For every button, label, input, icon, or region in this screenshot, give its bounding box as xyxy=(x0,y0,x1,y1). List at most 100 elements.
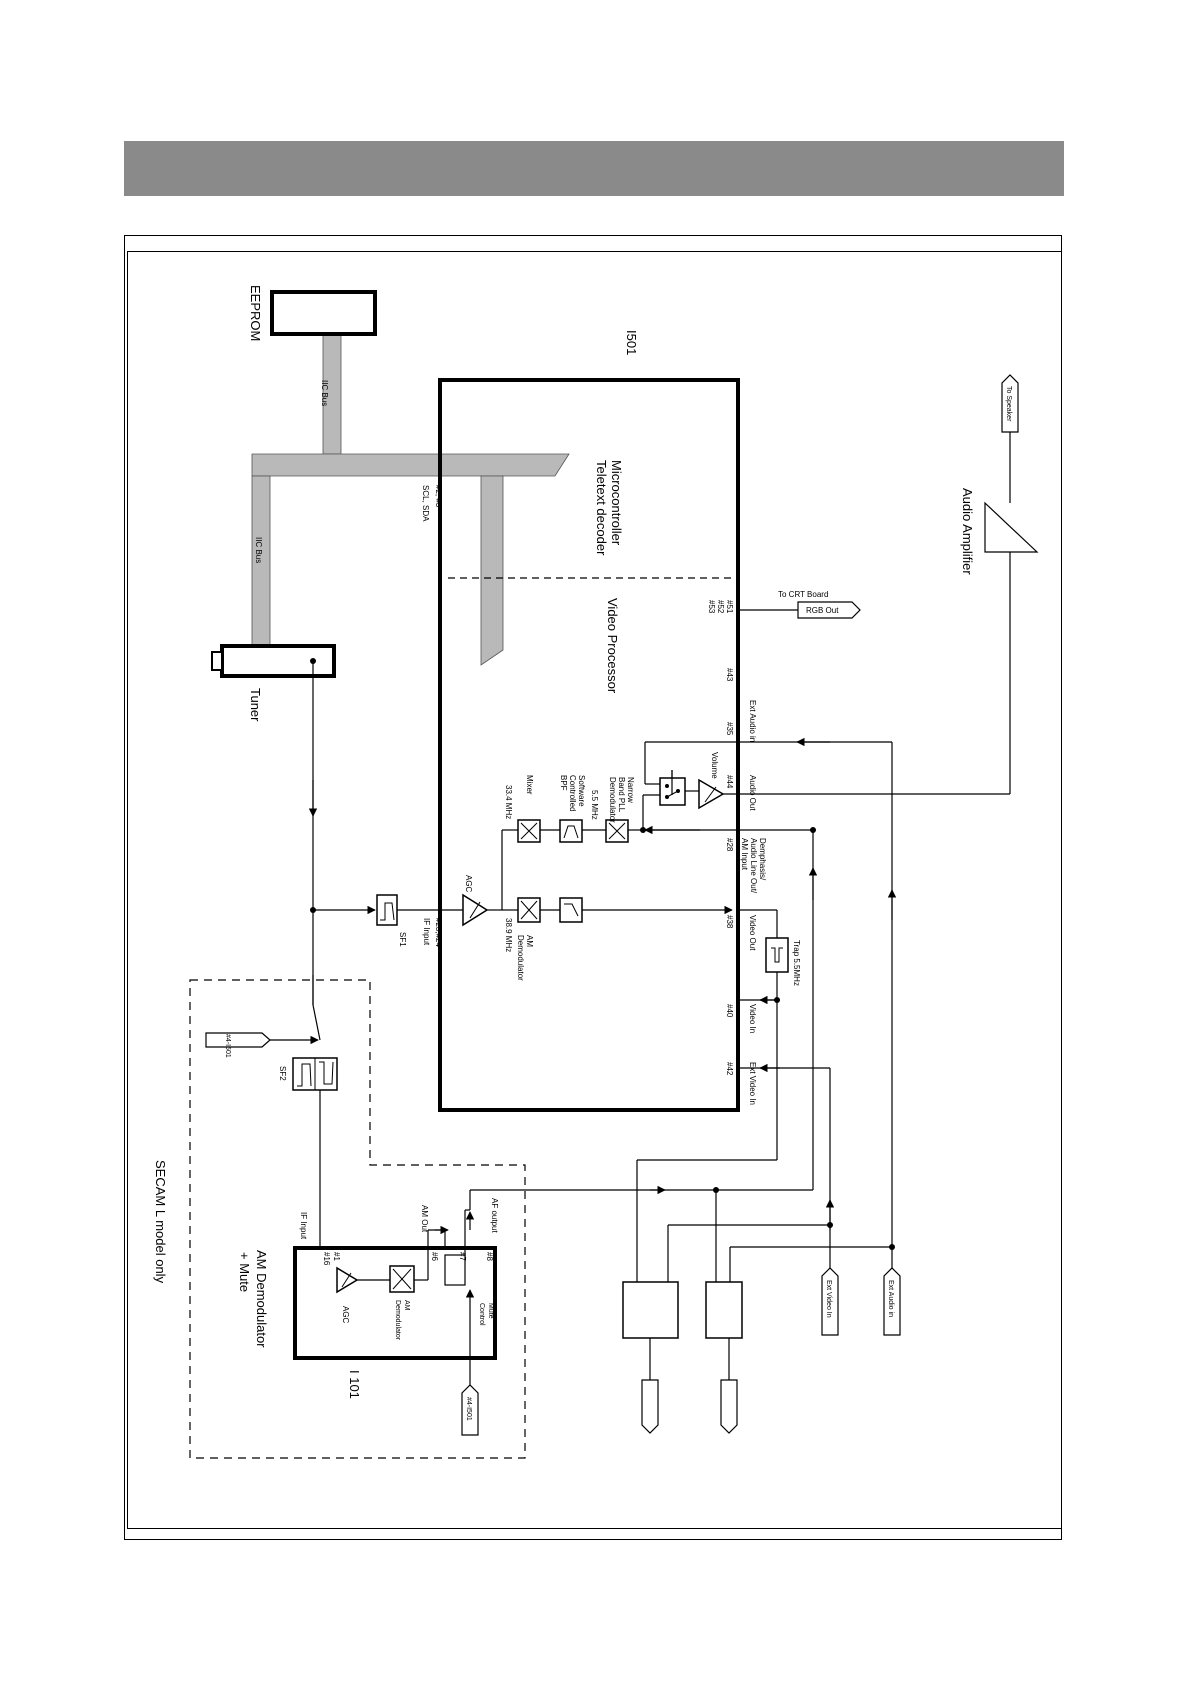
eeprom-label: EEPROM xyxy=(248,285,263,341)
volume-label: Volume xyxy=(710,752,719,779)
i501-label: I501 xyxy=(624,330,639,355)
video-out-label: Video Out xyxy=(748,915,757,951)
trap-filter xyxy=(765,937,789,973)
am-mute-label-2: + Mute xyxy=(237,1252,252,1292)
sw-label-1: Software xyxy=(577,775,586,807)
teletext-label: Teletext decoder xyxy=(594,460,609,556)
iic-bus-label-2: IIC Bus xyxy=(254,537,263,563)
pin40-label: #40 xyxy=(725,1004,734,1018)
pin53-label: #53 xyxy=(707,600,716,614)
pin28-label: #28 xyxy=(725,838,734,852)
scart-box-right xyxy=(705,1281,743,1339)
tag-4-i501-left xyxy=(205,1032,271,1048)
pins-2-3-label: #2, #3 xyxy=(434,485,443,508)
video-processor-label: Video Processor xyxy=(605,598,620,694)
tag-4-i501-bottom xyxy=(461,1384,479,1436)
microcontroller-label: Microcontroller xyxy=(609,460,624,546)
pin38-label: #38 xyxy=(725,915,734,929)
pin6-label: #6 xyxy=(430,1252,439,1261)
narrow-label-1: Narrow xyxy=(626,777,635,803)
af-output-label: AF output xyxy=(490,1198,499,1233)
demph-label-1: Demphasis/ xyxy=(758,838,767,881)
narrow-label-3: Demodulator xyxy=(608,777,617,823)
agc-wiring xyxy=(487,829,518,911)
secam-label: SECAM L model only xyxy=(153,1160,168,1284)
pins-23-24-label: #23,#24 xyxy=(434,918,443,947)
pin51-label: #51 xyxy=(725,600,734,614)
agc-label: AGC xyxy=(464,875,473,893)
tag-4-i501-bottom-label: #4-I501 xyxy=(465,1397,472,1421)
to-crt-label: To CRT Board xyxy=(778,590,828,599)
demph-label-2: Audio Line Out/ xyxy=(749,838,758,894)
tuner-body xyxy=(220,644,336,678)
scl-sda-label: SCL, SDA xyxy=(421,485,430,522)
rgb-out-tag xyxy=(797,601,861,619)
am-mute-label-1: AM Demodulator xyxy=(254,1250,269,1348)
mixer-freq-label: 33.4 MHz xyxy=(504,785,513,819)
narrow-label-2: Band PLL xyxy=(617,777,626,813)
scart-wiring xyxy=(470,1159,892,1380)
pin52-label: #52 xyxy=(716,600,725,614)
tuner-tab xyxy=(211,651,223,671)
sw-label-3: BPF xyxy=(559,775,568,791)
scart-connector-left xyxy=(641,1379,659,1434)
pin42-label: #42 xyxy=(725,1062,734,1076)
am2-label-1: AM xyxy=(403,1300,410,1311)
rgb-out-label: RGB Out xyxy=(806,606,839,615)
agc2-label: AGC xyxy=(341,1306,350,1324)
if-path xyxy=(308,661,463,1005)
scart-box-left xyxy=(622,1281,679,1339)
am-demod-label-1: AM xyxy=(525,935,534,947)
tag-4-i501-left-label: #4-I501 xyxy=(224,1034,231,1058)
junction-if xyxy=(310,907,316,913)
sf2-wiring xyxy=(312,1004,337,1281)
audio-amplifier xyxy=(984,501,1039,553)
mhz55-label: 5.5 MHz xyxy=(590,790,599,820)
iic-bus-label-1: IIC Bus xyxy=(320,380,329,406)
secam-region xyxy=(189,979,526,1459)
am-out-label: AM Out xyxy=(420,1205,429,1233)
page-header-band xyxy=(124,141,1064,196)
pin1-label: #1 xyxy=(332,1252,341,1261)
demph-label-3: AM Input xyxy=(740,838,749,871)
i501-chip xyxy=(438,378,740,1112)
bpf-block xyxy=(559,819,583,843)
pin44-label: #44 xyxy=(725,775,734,789)
lpf-block xyxy=(559,897,583,923)
iic-bus xyxy=(251,333,570,666)
ext-audio-in-tag xyxy=(883,1267,901,1336)
ext-video-in-label: Ext Video In xyxy=(825,1280,832,1318)
to-speaker-tag xyxy=(1001,374,1019,433)
scart-connector-right xyxy=(720,1379,738,1434)
pin8-label: #8 xyxy=(485,1252,494,1261)
sf2-label: SF2 xyxy=(278,1066,287,1081)
audio-amp-label: Audio Amplifier xyxy=(960,488,975,575)
video-in-label: Video In xyxy=(748,1004,757,1033)
ext-video-pin-label: Ext Video In xyxy=(748,1062,757,1105)
to-speaker-label: To Speaker xyxy=(1005,386,1012,422)
i101-label: I 101 xyxy=(347,1370,362,1399)
mhz389-label: 38.9 MHz xyxy=(504,918,513,952)
pin43-label: #43 xyxy=(725,668,734,682)
pin35-label: #35 xyxy=(725,722,734,736)
audio-out-label: Audio Out xyxy=(748,775,757,811)
ext-audio-in-label: Ext Audio in xyxy=(887,1280,894,1317)
diagram-frame-inner xyxy=(127,251,1062,1529)
diagram-frame-outer xyxy=(124,235,1062,1540)
ext-video-in-tag xyxy=(821,1267,839,1336)
am2-label-2: Demodulator xyxy=(394,1300,401,1341)
mute-label-1: Mute xyxy=(487,1303,494,1319)
if-input-label: IF Input xyxy=(422,918,431,946)
if-input2-label: IF Input xyxy=(299,1212,308,1240)
mixer-label: Mixer xyxy=(525,775,534,795)
sf1-label: SF1 xyxy=(398,932,407,947)
am-demod-label-2: Demodulator xyxy=(516,935,525,981)
mute-label-2: Control xyxy=(478,1303,485,1326)
eeprom-box xyxy=(270,290,377,336)
pin7-label: #7 xyxy=(458,1252,467,1261)
trap-label: Trap 5.5MHz xyxy=(792,940,801,986)
ext-audio-pin-label: Ext Audio in xyxy=(748,700,757,742)
audio-switch-wiring xyxy=(643,741,797,796)
sw-label-2: Controlled xyxy=(568,775,577,811)
